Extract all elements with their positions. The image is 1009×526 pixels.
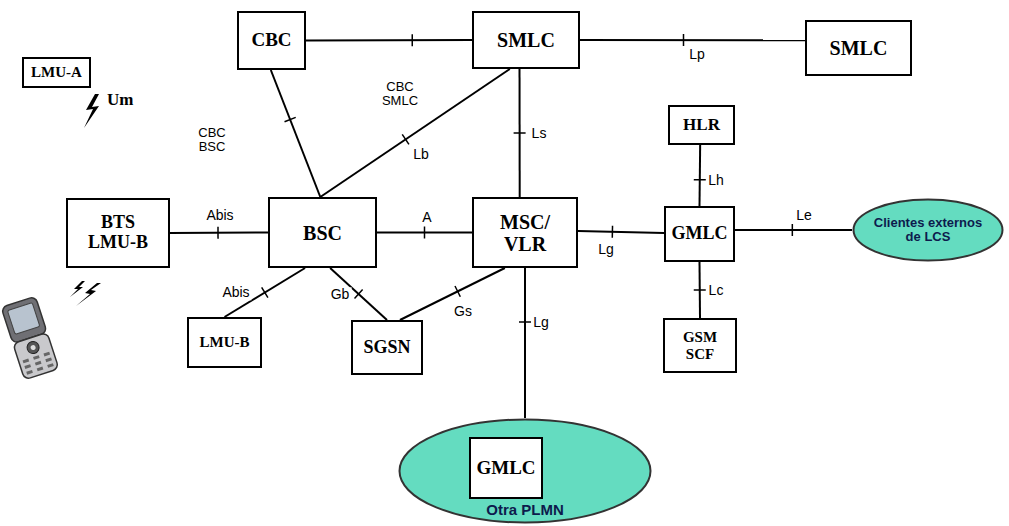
interface-label: Gs [452, 304, 474, 319]
interface-line [524, 268, 526, 418]
node-text: CBC [251, 30, 291, 51]
node-text: LMU-A [31, 64, 82, 81]
ellipse-shape [854, 200, 1003, 261]
network-box: GMLC [664, 206, 735, 262]
node-text: GSM SCF [674, 329, 726, 362]
interface-label: Lc [707, 283, 726, 298]
radio-bolt [84, 94, 99, 128]
interface-label: Ls [530, 126, 549, 141]
interface-tick [612, 226, 614, 238]
unit-box: LMU-B [187, 317, 262, 368]
interface-label: Abis [220, 285, 251, 300]
interface-label: Le [794, 208, 814, 223]
interface-label: Lg [596, 242, 616, 257]
interface-label: Abis [204, 208, 235, 223]
interface-tick [355, 290, 363, 299]
interface-label: A [420, 210, 433, 225]
node-text: BSC [303, 222, 342, 244]
network-box: MSC/ VLR [472, 197, 578, 268]
client-ellipse: Clientes externos de LCS [852, 198, 1004, 262]
interface-line [170, 232, 268, 235]
node-text: SMLC [497, 29, 555, 51]
node-text: GMLC [672, 224, 728, 244]
interface-line [306, 39, 472, 42]
radio-bolt [70, 281, 85, 297]
interface-line [735, 229, 852, 231]
node-text: SGSN [363, 338, 410, 358]
network-box: BTS LMU-B [66, 198, 170, 268]
interface-line [400, 268, 505, 320]
interface-tick [411, 34, 413, 46]
node-text: LMU-B [200, 334, 250, 351]
interface-label: CBC BSC [189, 126, 235, 155]
node-text: Clientes externos de LCS [866, 216, 990, 245]
node-text: SMLC [830, 37, 888, 59]
network-box: CBC [237, 11, 306, 70]
radio-bolt [76, 283, 101, 306]
interface-tick [519, 321, 531, 323]
network-box: SMLC [472, 11, 580, 69]
node-text: MSC/ VLR [489, 211, 561, 255]
unit-box: LMU-A [22, 57, 91, 88]
interface-tick [285, 117, 296, 121]
node-text: BTS LMU-B [79, 213, 157, 253]
interface-line [271, 70, 321, 197]
plmn-ellipse: Otra PLMN GMLC [398, 418, 652, 524]
interface-line [578, 231, 664, 233]
interface-tick [424, 227, 426, 239]
interface-tick [792, 224, 794, 236]
interface-label: Um [107, 90, 133, 110]
interface-tick [402, 134, 409, 144]
interface-label: Lh [706, 173, 726, 188]
network-box: SGSN [351, 320, 423, 375]
interface-label: Lg [531, 315, 551, 330]
interface-label: CBC SMLC [374, 80, 426, 109]
interface-line [699, 145, 702, 206]
interface-tick [217, 227, 219, 239]
network-box: GMLC [469, 437, 543, 499]
network-box: BSC [268, 197, 377, 268]
interface-tick [514, 132, 526, 134]
node-text: HLR [683, 116, 720, 135]
node-text: Otra PLMN [398, 502, 652, 519]
interface-tick [683, 34, 685, 46]
interface-label: Lb [411, 147, 431, 162]
interface-line [580, 39, 805, 41]
mobile-phone [1, 296, 59, 379]
network-box: GSM SCF [663, 318, 737, 373]
interface-tick [694, 289, 706, 291]
network-box: SMLC [805, 20, 912, 76]
interface-label: Gb [329, 287, 352, 302]
interface-label: Lp [687, 47, 707, 62]
node-text: GMLC [476, 458, 535, 479]
interface-tick [262, 287, 268, 297]
interface-line [320, 69, 509, 197]
network-box: HLR [668, 105, 735, 145]
interface-tick [694, 179, 706, 181]
interface-tick [455, 286, 460, 297]
